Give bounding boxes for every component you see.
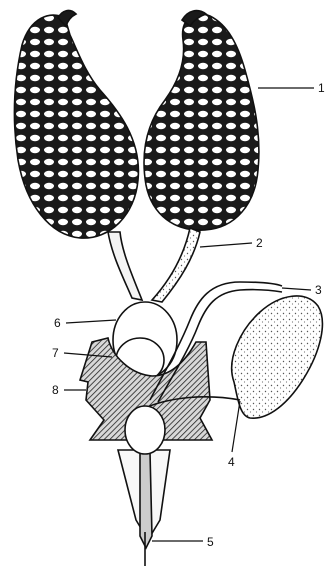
left-duct — [108, 232, 142, 300]
label-2: 2 — [256, 236, 263, 250]
leader-line-3 — [282, 288, 311, 290]
right-gland — [232, 296, 323, 418]
right-sac — [144, 14, 259, 230]
sting-center — [140, 452, 152, 548]
label-1: 1 — [318, 81, 325, 95]
leader-line-6 — [66, 320, 116, 323]
right-duct — [152, 228, 200, 302]
label-3: 3 — [315, 283, 322, 297]
label-8: 8 — [52, 383, 59, 397]
leader-line-4 — [232, 401, 240, 452]
label-4: 4 — [228, 455, 235, 469]
leader-line-2 — [200, 243, 252, 247]
label-6: 6 — [54, 316, 61, 330]
left-sac — [15, 15, 139, 238]
sting-bulb — [125, 406, 165, 454]
label-7: 7 — [52, 346, 59, 360]
label-5: 5 — [207, 535, 214, 549]
